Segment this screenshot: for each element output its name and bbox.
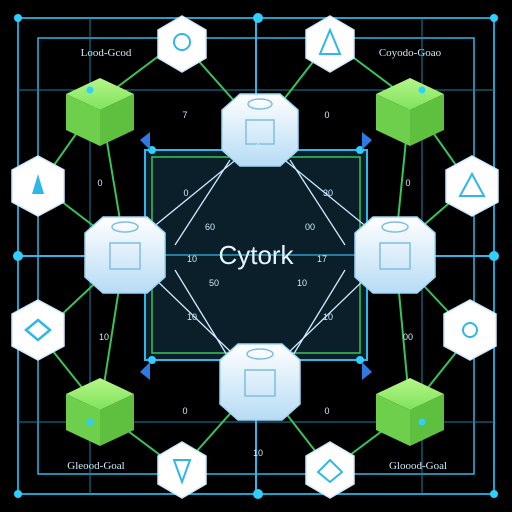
label-bottom-left: Gleood-Goal [67,460,124,472]
tiny-label: 10 [323,312,333,322]
green-cube-bottom-left [66,378,134,446]
label-bottom-right: Gloood-Goal [389,460,447,472]
hex-node-low-left [11,299,65,361]
tiny-label: 10 [253,448,263,458]
hex-node-top-right [305,15,355,73]
junction-dot [86,86,94,94]
corner-accent [362,132,372,150]
junction-dot [490,14,498,22]
junction-dot [253,489,263,499]
corner-accent [140,362,150,380]
green-cube-top-right [376,78,444,146]
junction-dot [418,418,426,426]
tiny-label: 10 [187,312,197,322]
hex-node-mid-left [11,155,65,217]
tiny-label: 60 [205,222,215,232]
diamond-icon [316,458,344,484]
crystal-node-left [84,216,166,294]
hex-node-bottom-right [305,441,355,499]
junction-dot [14,490,22,498]
triangle-icon [318,27,342,55]
triangle-icon [458,171,486,197]
tiny-label: 10 [187,254,197,264]
green-cube-bottom-right [376,378,444,446]
junction-dot [253,13,263,23]
hex-node-bottom-left [157,441,207,499]
green-cube-top-left [66,78,134,146]
junction-dot [86,418,94,426]
tiny-label: 10 [99,332,109,342]
tiny-label: 10 [297,278,307,288]
junction-dot [489,251,499,261]
label-top-right: Coyodo-Goao [379,47,442,59]
tiny-label: 0 [183,188,188,198]
link [289,159,346,246]
junction-dots [13,13,499,499]
crystal-node-top [221,93,299,167]
link [289,269,346,361]
tiny-label: 0 [324,406,329,416]
diamond-icon [24,318,52,342]
tiny-label: 30 [323,188,333,198]
junction-dot [148,356,156,364]
corner-accents [140,132,372,380]
crystal-node-right [354,216,436,294]
tiny-label: 0 [324,110,329,120]
circle-icon [173,33,191,51]
tiny-label: 00 [403,332,413,342]
junction-dot [418,86,426,94]
hex-node-top-left [157,15,207,73]
diagram-title: Cytork [218,240,294,270]
triangle-icon [32,174,44,194]
link [174,269,231,361]
hex-node-mid-right [445,155,499,217]
label-top-left: Lood-Gcod [81,47,132,59]
tiny-label: 17 [317,254,327,264]
junction-dot [13,251,23,261]
tiny-label: 0 [182,406,187,416]
hex-node-low-right [443,299,497,361]
corner-accent [362,362,372,380]
tiny-label: 00 [305,222,315,232]
circle-icon [462,322,478,338]
corner-accent [140,132,150,150]
crystal-node-bottom [219,343,301,421]
tiny-label: 0 [97,178,102,188]
junction-dot [490,490,498,498]
tiny-label: 7 [182,110,187,120]
link [174,159,231,246]
tiny-label: 0 [405,178,410,188]
junction-dot [14,14,22,22]
tiny-label: 0 [255,142,260,152]
tiny-label: 50 [209,278,219,288]
triangle-icon [172,459,192,485]
